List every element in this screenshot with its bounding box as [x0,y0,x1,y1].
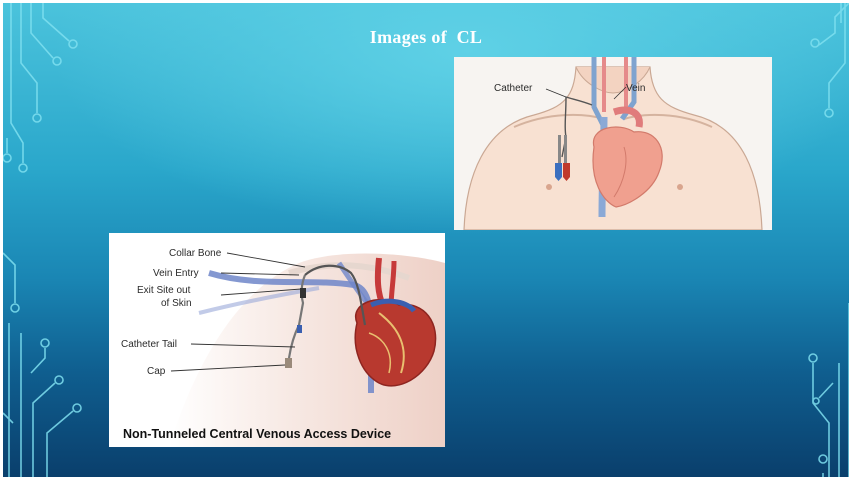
label-exit-site-line2: of Skin [161,298,192,309]
non-tunneled-cvad-image: Collar Bone Vein Entry Exit Site out of … [109,233,445,447]
label-cap: Cap [147,366,166,377]
circuit-decoration-right [789,3,849,477]
label-catheter-tail: Catheter Tail [121,339,177,350]
slide: Images of CL [3,3,849,477]
slide-title: Images of CL [3,27,849,48]
label-exit-site-line1: Exit Site out [137,285,191,296]
circuit-decoration-left [3,3,93,477]
catheter-chest-image: Catheter Vein [454,57,772,230]
image-caption: Non-Tunneled Central Venous Access Devic… [123,427,391,441]
label-vein: Vein [626,83,645,94]
label-catheter: Catheter [494,83,533,94]
label-collar-bone: Collar Bone [169,248,222,259]
label-vein-entry: Vein Entry [153,268,199,279]
